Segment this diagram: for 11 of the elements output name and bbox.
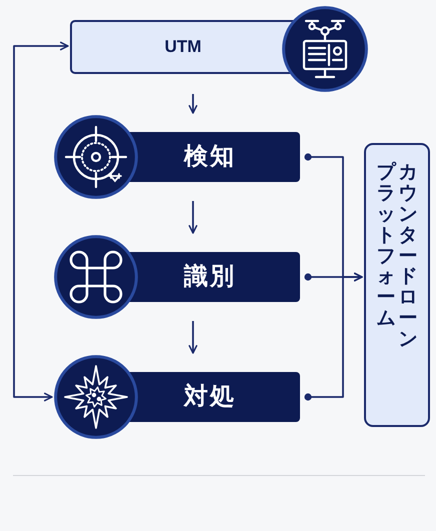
step-label: 対処: [184, 382, 236, 412]
arrow: [188, 201, 198, 234]
arrow: [304, 272, 363, 401]
platform-panel: [364, 143, 430, 427]
step-label: 検知: [184, 142, 236, 172]
arrow: [13, 42, 69, 402]
arrow: [188, 94, 198, 114]
step-label: 識別: [184, 262, 236, 292]
box-label: UTM: [164, 36, 202, 58]
vertical-label: カウンタードローンプラットフォーム: [376, 163, 418, 352]
arrow: [188, 321, 198, 354]
